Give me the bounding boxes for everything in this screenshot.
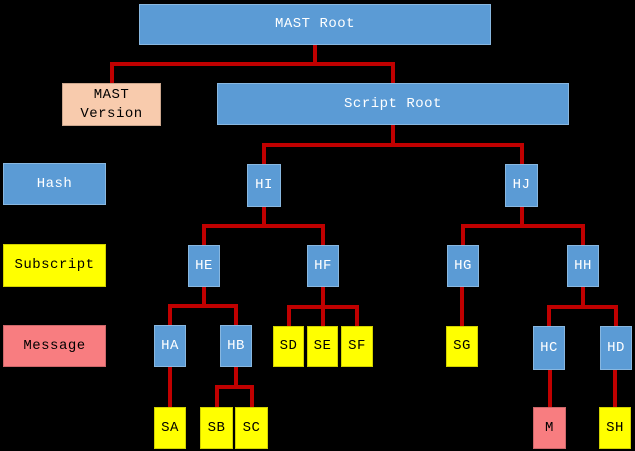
node-hc: HC	[533, 326, 565, 370]
connector-hh-stem	[581, 287, 585, 309]
connector-he-drop-hb	[234, 308, 238, 325]
connector-script-root-drop-hi	[262, 147, 266, 164]
node-sg: SG	[446, 326, 478, 367]
node-ha: HA	[154, 325, 186, 367]
connector-script-root-stem	[391, 125, 395, 147]
connector-hh-drop-hc	[547, 309, 551, 326]
node-sc: SC	[235, 407, 268, 449]
connector-hf-drop-sd	[287, 309, 291, 326]
node-se: SE	[307, 326, 338, 367]
node-hj: HJ	[505, 164, 538, 207]
connector-hh-bar	[547, 305, 618, 309]
connector-script-root-drop-hj	[520, 147, 524, 164]
node-he: HE	[188, 245, 220, 287]
connector-hc	[548, 370, 552, 407]
connector-hi-stem	[262, 207, 266, 228]
connector-hi-bar	[202, 224, 325, 228]
connector-hj-drop-hh	[581, 228, 585, 245]
connector-hi-drop-he	[202, 228, 206, 245]
connector-hb-stem	[234, 367, 238, 389]
node-mast-version: MAST Version	[62, 83, 161, 126]
connector-hb-bar	[215, 385, 254, 389]
node-script-root: Script Root	[217, 83, 569, 125]
node-hf: HF	[307, 245, 339, 287]
connector-hf-bar	[287, 305, 359, 309]
node-sd: SD	[273, 326, 304, 367]
connector-he-bar	[168, 304, 238, 308]
legend-hash: Hash	[3, 163, 106, 205]
legend-message: Message	[3, 325, 106, 367]
connector-ha	[168, 367, 172, 407]
legend-subscript: Subscript	[3, 244, 106, 287]
connector-script-root-bar	[262, 143, 524, 147]
connector-hj-drop-hg	[461, 228, 465, 245]
node-hi: HI	[247, 164, 281, 207]
node-mast-root: MAST Root	[139, 4, 491, 45]
connector-hi-drop-hf	[321, 228, 325, 245]
connector-mast-root-drop-mast-version	[110, 66, 114, 83]
connector-mast-root-stem	[313, 45, 317, 66]
connector-mast-root-bar	[110, 62, 395, 66]
connector-hb-drop-sc	[250, 389, 254, 407]
connector-hj-bar	[461, 224, 585, 228]
connector-he-drop-ha	[168, 308, 172, 325]
connector-he-stem	[202, 287, 206, 308]
node-m: M	[533, 407, 566, 449]
node-sh: SH	[599, 407, 631, 449]
connector-hj-stem	[520, 207, 524, 228]
node-hh: HH	[567, 245, 599, 287]
node-sb: SB	[200, 407, 233, 449]
node-hd: HD	[600, 326, 632, 370]
connector-hg	[460, 287, 464, 326]
connector-mast-root-drop-script-root	[391, 66, 395, 83]
node-hg: HG	[447, 245, 479, 287]
connector-hh-drop-hd	[614, 309, 618, 326]
connector-hb-drop-sb	[215, 389, 219, 407]
connector-hd	[613, 370, 617, 407]
node-hb: HB	[220, 325, 252, 367]
connector-hf-stem	[321, 287, 325, 309]
connector-hf-drop-se	[321, 309, 325, 326]
connector-hf-drop-sf	[355, 309, 359, 326]
node-sa: SA	[154, 407, 186, 449]
node-sf: SF	[341, 326, 373, 367]
